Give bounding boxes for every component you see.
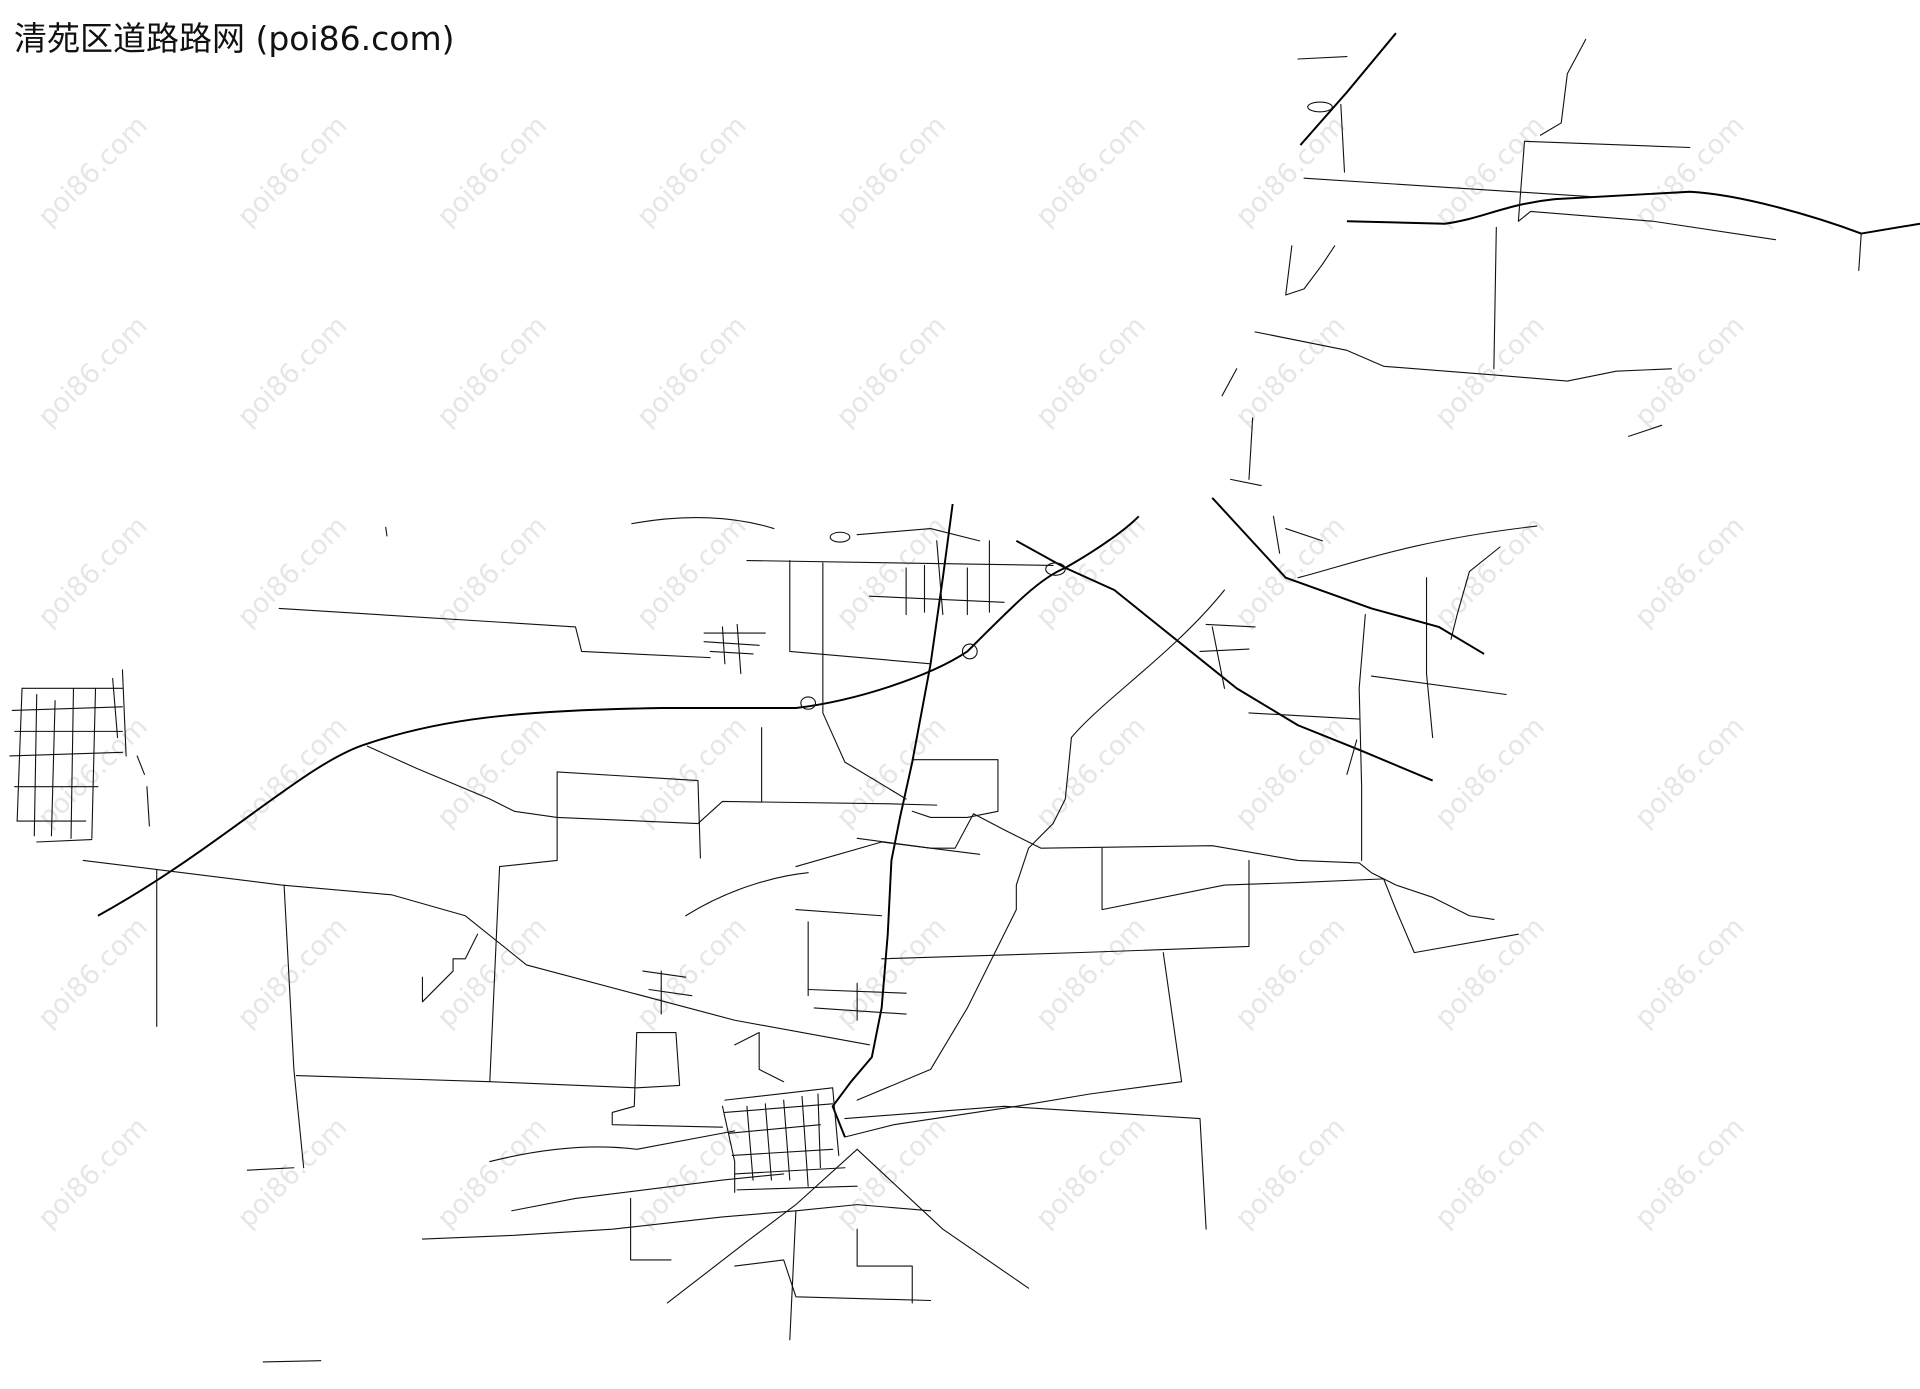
watermark-text: poi86.com bbox=[1030, 911, 1152, 1033]
watermark-text: poi86.com bbox=[830, 911, 952, 1033]
watermark-text: poi86.com bbox=[631, 310, 753, 432]
watermark-text: poi86.com bbox=[431, 511, 553, 633]
major-roads bbox=[97, 32, 1920, 1138]
watermark-text: poi86.com bbox=[631, 511, 753, 633]
watermark-text: poi86.com bbox=[1629, 1112, 1751, 1234]
watermark-text: poi86.com bbox=[1429, 511, 1551, 633]
watermark-text: poi86.com bbox=[32, 1112, 154, 1234]
west-village-grid bbox=[9, 669, 150, 843]
interchange-east bbox=[1045, 562, 1066, 576]
watermark-text: poi86.com bbox=[232, 1112, 354, 1234]
watermark-text: poi86.com bbox=[1629, 911, 1751, 1033]
watermark-text: poi86.com bbox=[1429, 110, 1551, 232]
northeast-road bbox=[1346, 190, 1920, 235]
interchange-central bbox=[961, 643, 978, 660]
town-grids bbox=[642, 478, 1358, 1191]
watermark-text: poi86.com bbox=[631, 711, 753, 833]
watermark-text: poi86.com bbox=[1230, 310, 1352, 432]
watermark-text: poi86.com bbox=[431, 310, 553, 432]
watermark-text: poi86.com bbox=[1230, 511, 1352, 633]
watermark-text: poi86.com bbox=[830, 711, 952, 833]
expressway-west bbox=[97, 515, 1140, 917]
watermark-text: poi86.com bbox=[1230, 911, 1352, 1033]
watermark-text: poi86.com bbox=[1629, 310, 1751, 432]
north-south-highway bbox=[831, 503, 954, 1138]
interchange-north bbox=[829, 531, 851, 543]
watermark-text: poi86.com bbox=[32, 310, 154, 432]
watermark-text: poi86.com bbox=[431, 1112, 553, 1234]
watermark-text: poi86.com bbox=[1629, 711, 1751, 833]
watermark-text: poi86.com bbox=[232, 511, 354, 633]
watermark-text: poi86.com bbox=[431, 110, 553, 232]
watermark-text: poi86.com bbox=[1230, 1112, 1352, 1234]
watermark-text: poi86.com bbox=[1030, 1112, 1152, 1234]
watermark-text: poi86.com bbox=[1030, 110, 1152, 232]
watermark-text: poi86.com bbox=[1629, 110, 1751, 232]
watermark-text: poi86.com bbox=[431, 711, 553, 833]
watermark-text: poi86.com bbox=[1230, 711, 1352, 833]
watermark-text: poi86.com bbox=[232, 911, 354, 1033]
watermark-text: poi86.com bbox=[1429, 711, 1551, 833]
interchanges bbox=[800, 101, 1333, 710]
watermark-text: poi86.com bbox=[830, 1112, 952, 1234]
interchange-northeast bbox=[1307, 101, 1333, 113]
watermark-text: poi86.com bbox=[1030, 310, 1152, 432]
watermark-text: poi86.com bbox=[1429, 911, 1551, 1033]
watermark-layer: poi86.com poi86.com poi86.com poi86.com poi8… bbox=[32, 110, 1751, 1234]
watermark-text: poi86.com bbox=[431, 911, 553, 1033]
watermark-text: poi86.com bbox=[32, 911, 154, 1033]
northeast-diagonal bbox=[1211, 497, 1485, 655]
watermark-text: poi86.com bbox=[830, 110, 952, 232]
watermark-text: poi86.com bbox=[830, 310, 952, 432]
watermark-text: poi86.com bbox=[232, 310, 354, 432]
north-highway bbox=[1299, 32, 1397, 146]
watermark-text: poi86.com bbox=[631, 110, 753, 232]
watermark-text: poi86.com bbox=[232, 110, 354, 232]
minor-roads bbox=[82, 38, 1862, 1363]
map-title: 清苑区道路路网 (poi86.com) bbox=[14, 19, 455, 58]
watermark-text: poi86.com bbox=[1030, 711, 1152, 833]
watermark-text: poi86.com bbox=[1629, 511, 1751, 633]
watermark-text: poi86.com bbox=[631, 911, 753, 1033]
watermark-text: poi86.com bbox=[32, 110, 154, 232]
watermark-text: poi86.com bbox=[1030, 511, 1152, 633]
diagonal-highway bbox=[1015, 539, 1434, 782]
watermark-text: poi86.com bbox=[1429, 1112, 1551, 1234]
interchange-west bbox=[800, 696, 817, 710]
watermark-text: poi86.com bbox=[1230, 110, 1352, 232]
watermark-text: poi86.com bbox=[32, 511, 154, 633]
